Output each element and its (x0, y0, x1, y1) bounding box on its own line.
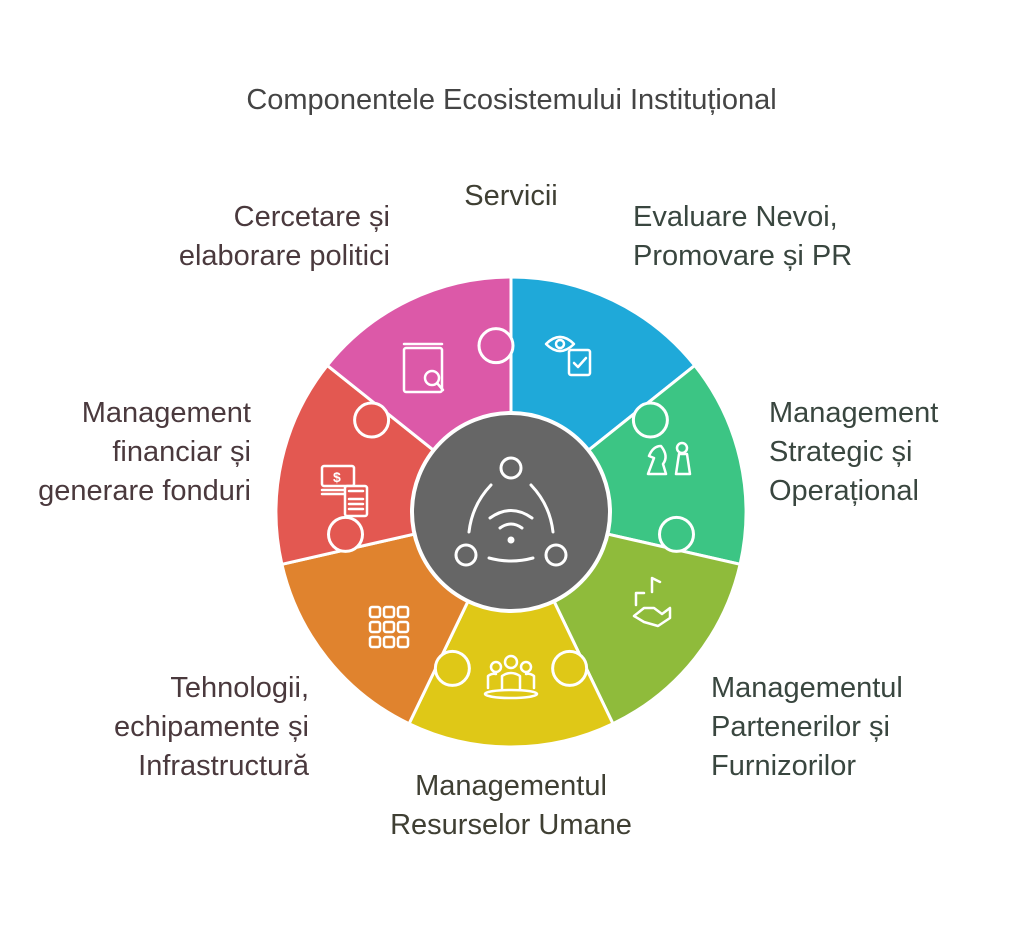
puzzle-knob (327, 515, 365, 553)
puzzle-knob (353, 401, 391, 439)
puzzle-knob (657, 515, 695, 553)
label-parteneri: Managementul Partenerilor și Furnizorilo… (711, 672, 903, 782)
diagram-title: Componentele Ecosistemului Instituțional (246, 84, 777, 116)
puzzle-knob (433, 649, 471, 687)
team-icon (483, 654, 539, 700)
label-management-strategic: Management Strategic și Operațional (769, 397, 939, 507)
label-tehnologii: Tehnologii, echipamente și Infrastructur… (113, 672, 309, 782)
handshake-icon (632, 576, 672, 628)
puzzle-knob (477, 327, 515, 365)
svg-text:$: $ (333, 469, 341, 485)
puzzle-knob (631, 401, 669, 439)
circuit-grid-icon (368, 605, 410, 649)
label-cercetare: Cercetare și elaborare politici (178, 201, 390, 272)
book-search-icon (402, 342, 445, 394)
center-label: Servicii (464, 180, 558, 212)
label-evaluare: Evaluare Nevoi, Promovare și PR (633, 201, 853, 272)
money-calculator-icon: $ (320, 464, 369, 518)
label-management-financiar: Management financiar și generare fonduri (38, 397, 251, 507)
puzzle-knob (551, 649, 589, 687)
network-hub-icon (454, 456, 568, 567)
eye-clipboard-icon (544, 335, 592, 377)
chess-pieces-icon (646, 441, 692, 476)
label-resurse-umane: Managementul Resurselor Umane (390, 770, 632, 841)
